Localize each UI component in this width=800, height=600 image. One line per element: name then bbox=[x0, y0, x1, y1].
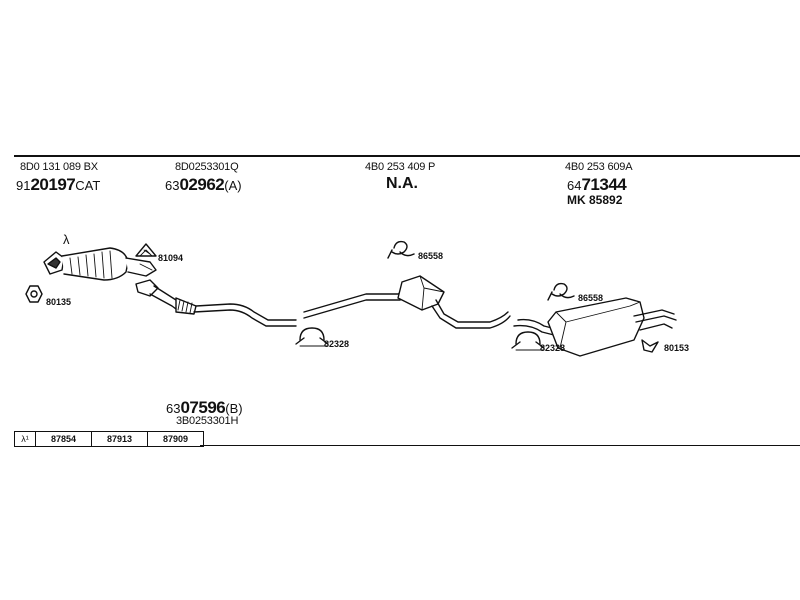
lambda-table-cell-2: 87913 bbox=[91, 432, 147, 446]
front-pipe-oe-number: 8D0253301Q bbox=[175, 161, 239, 173]
hanger-86558-a-drawing bbox=[387, 240, 415, 259]
alt-front-pipe-oe-number: 3B0253301H bbox=[176, 415, 239, 427]
callout-80153: 80153 bbox=[664, 343, 690, 353]
catalyst-part-suffix: CAT bbox=[75, 178, 101, 193]
middle-silencer-oe-number: 4B0 253 409 P bbox=[365, 161, 436, 173]
callout-86558-middle: 86558 bbox=[418, 251, 444, 261]
alt-front-pipe-part-prefix: 63 bbox=[166, 401, 181, 416]
callout-80135: 80135 bbox=[46, 297, 72, 307]
callout-81094: 81094 bbox=[158, 253, 184, 263]
lambda-table-symbol: λ¹ bbox=[21, 434, 29, 444]
clamp-80135-drawing bbox=[25, 285, 43, 303]
alt-front-pipe-part-main: 07596 bbox=[180, 398, 226, 417]
catalyst-part-number: 9120197CAT bbox=[16, 175, 100, 195]
front-pipe-part-number: 6302962(A) bbox=[165, 175, 242, 195]
clamp-82328-a-drawing bbox=[295, 327, 329, 347]
rear-silencer-part-main: 71344 bbox=[581, 175, 627, 194]
catalyst-part-main: 20197 bbox=[30, 175, 76, 194]
front-pipe-drawing bbox=[135, 279, 297, 327]
catalyst-oe-number: 8D0 131 089 BX bbox=[20, 161, 98, 173]
lambda-sensor-marker: λ bbox=[63, 232, 70, 247]
rear-silencer-part-prefix: 64 bbox=[567, 178, 582, 193]
alt-front-pipe-part-number: 6307596(B) bbox=[166, 398, 243, 418]
rear-silencer-mounting-kit: MK 85892 bbox=[567, 193, 623, 207]
callout-86558-rear: 86558 bbox=[578, 293, 604, 303]
front-pipe-part-suffix: (A) bbox=[224, 178, 242, 193]
middle-silencer-drawing bbox=[303, 275, 511, 329]
clamp-80153-drawing bbox=[641, 339, 659, 353]
header-rule bbox=[14, 155, 800, 157]
rear-silencer-part-number: 6471344 bbox=[567, 175, 627, 195]
table-rule bbox=[200, 445, 800, 446]
hanger-86558-b-drawing bbox=[547, 282, 575, 301]
rear-silencer-drawing bbox=[513, 297, 677, 357]
catalytic-converter-drawing bbox=[43, 247, 157, 281]
clamp-82328-b-drawing bbox=[511, 331, 545, 351]
middle-silencer-not-available: N.A. bbox=[386, 175, 418, 192]
front-pipe-part-prefix: 63 bbox=[165, 178, 180, 193]
clamp-81094-drawing bbox=[135, 243, 157, 257]
lambda-table-cell-3: 87909 bbox=[147, 432, 203, 446]
lambda-sensor-table: λ¹ 87854 87913 87909 bbox=[14, 431, 204, 447]
callout-82328-front: 82328 bbox=[324, 339, 350, 349]
callout-82328-rear: 82328 bbox=[540, 343, 566, 353]
catalyst-part-prefix: 91 bbox=[16, 178, 31, 193]
front-pipe-part-main: 02962 bbox=[179, 175, 225, 194]
rear-silencer-oe-number: 4B0 253 609A bbox=[565, 161, 633, 173]
alt-front-pipe-part-suffix: (B) bbox=[225, 401, 243, 416]
lambda-table-cell-1: 87854 bbox=[35, 432, 91, 446]
